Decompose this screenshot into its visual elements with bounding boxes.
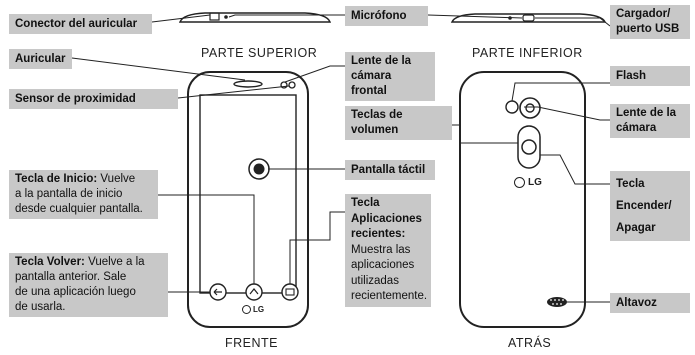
label-recent-desc2: aplicaciones — [351, 259, 415, 271]
front-screen — [199, 94, 297, 294]
back-arrow-glyph — [213, 288, 222, 296]
flash-icon — [505, 100, 519, 114]
label-back-key-title: Tecla Volver: — [15, 256, 85, 268]
label-front-camera-line2: cámara frontal — [351, 70, 392, 97]
speaker-holes — [550, 299, 564, 305]
recent-apps-key-icon — [281, 283, 299, 301]
headset-jack-icon — [209, 12, 220, 21]
lg-logo-icon — [242, 305, 251, 314]
label-power-line3: Apagar — [616, 222, 656, 234]
label-home-key-title: Tecla de Inicio: — [15, 173, 98, 185]
label-volume-line2: volumen — [351, 124, 399, 136]
label-power-line2: Encender/ — [616, 200, 672, 212]
label-camera-lens: Lente de la cámara — [610, 104, 690, 138]
label-charger-line2: puerto USB — [616, 23, 680, 35]
label-recent-title3: recientes: — [351, 228, 406, 240]
front-logo-text: LG — [253, 305, 265, 314]
label-camera-lens-line1: Lente de la — [616, 107, 677, 119]
caption-bottom: PARTE INFERIOR — [472, 46, 583, 60]
label-recent-desc1: Muestra las — [351, 243, 411, 256]
label-flash: Flash — [610, 66, 690, 86]
home-glyph — [249, 288, 259, 295]
label-charger-usb: Cargador/ puerto USB — [610, 5, 690, 39]
label-headset-jack: Conector del auricular — [9, 14, 152, 34]
back-phone-body — [459, 71, 586, 328]
label-front-camera-line1: Lente de la — [351, 55, 412, 67]
label-earpiece: Auricular — [9, 49, 72, 69]
label-proximity: Sensor de proximidad — [9, 89, 178, 109]
callout-lines — [71, 14, 611, 303]
caption-front: FRENTE — [225, 336, 278, 350]
label-home-key-desc3: desde cualquier pantalla. — [15, 203, 143, 215]
lg-logo-icon — [514, 177, 525, 188]
speaker-grille-icon — [547, 297, 567, 307]
top-edge-view — [178, 12, 332, 23]
label-power-key: Tecla Encender/ Apagar — [610, 171, 690, 241]
label-speaker: Altavoz — [610, 293, 690, 313]
label-back-key-desc3: de una aplicación luego — [15, 286, 136, 298]
label-charger-line1: Cargador/ — [616, 8, 671, 20]
proximity-sensor-icon — [288, 81, 296, 89]
camera-lens-inner — [525, 103, 535, 113]
power-key-icon — [521, 139, 537, 155]
label-recent-title1: Tecla — [351, 197, 380, 209]
label-power-line1: Tecla — [616, 178, 645, 190]
label-front-camera: Lente de la cámara frontal — [345, 52, 435, 101]
earpiece-icon — [233, 80, 263, 88]
label-home-key: Tecla de Inicio: Vuelve a la pantalla de… — [9, 170, 158, 219]
label-camera-lens-line2: cámara — [616, 122, 657, 134]
label-recent-apps: Tecla Aplicaciones recientes: Muestra la… — [345, 194, 431, 307]
usb-port-icon — [522, 14, 535, 22]
recent-glyph — [285, 288, 295, 296]
home-key-icon — [245, 283, 263, 301]
label-back-key-desc4: de usarla. — [15, 301, 66, 313]
back-logo-text: LG — [528, 177, 542, 188]
caption-back: ATRÁS — [508, 336, 552, 350]
microphone-top-icon — [224, 15, 228, 19]
label-back-key-desc2: pantalla anterior. Sale — [15, 271, 127, 283]
label-microphone: Micrófono — [345, 6, 428, 26]
label-back-key-desc1: Vuelve a la — [84, 256, 145, 268]
label-home-key-desc1: Vuelve — [97, 173, 136, 185]
front-lg-logo: LG — [242, 305, 264, 314]
caption-top: PARTE SUPERIOR — [201, 46, 318, 60]
label-touchscreen: Pantalla táctil — [345, 160, 435, 180]
label-recent-desc4: recientemente. — [351, 290, 428, 302]
label-recent-desc3: utilizadas — [351, 274, 399, 287]
label-volume-line1: Teclas de — [351, 109, 403, 121]
label-back-key: Tecla Volver: Vuelve a la pantalla anter… — [9, 253, 168, 317]
back-lg-logo: LG — [514, 177, 542, 188]
label-home-key-desc2: a la pantalla de inicio — [15, 188, 123, 200]
label-recent-title2: Aplicaciones — [351, 212, 422, 225]
label-volume-keys: Teclas de volumen — [345, 106, 452, 140]
touch-indicator-core — [253, 163, 265, 175]
